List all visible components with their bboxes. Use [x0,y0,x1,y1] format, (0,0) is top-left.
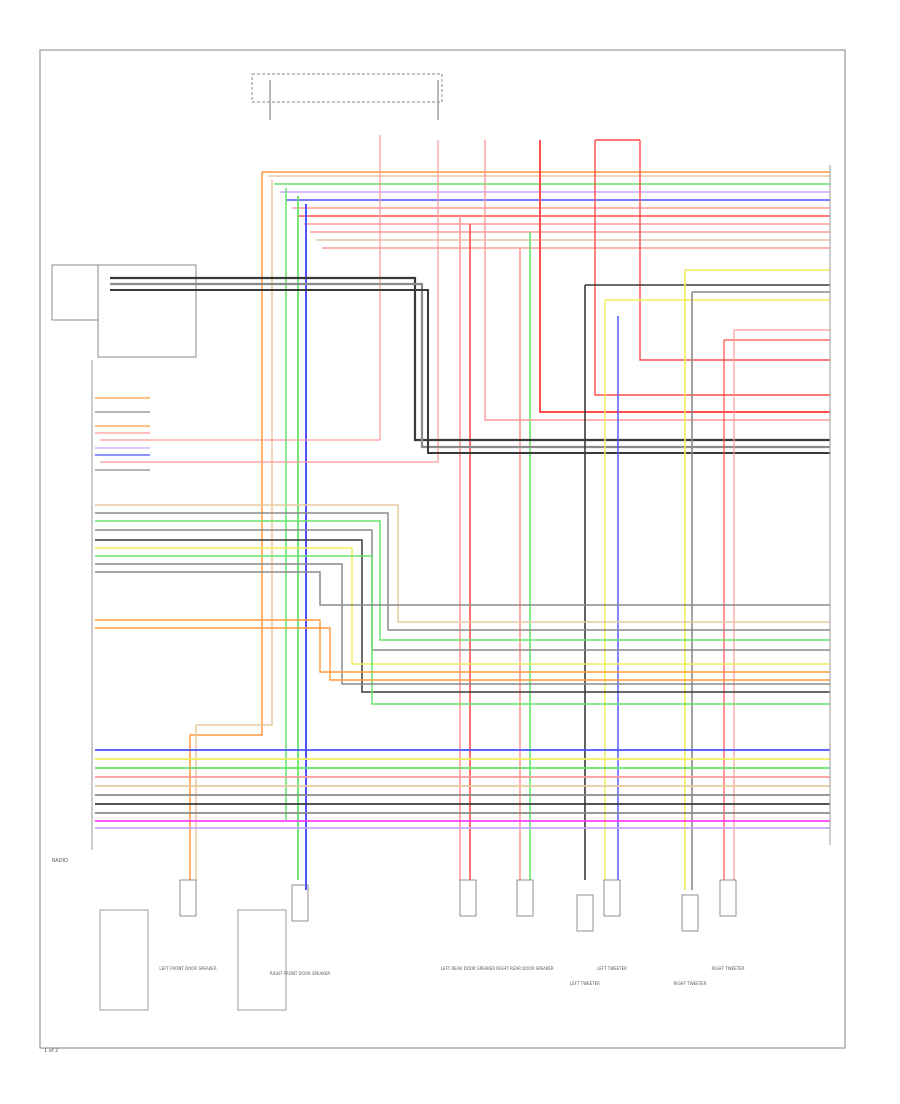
wire-25 [639,140,830,361]
wire-51 [95,512,830,631]
wire-29 [110,289,830,454]
speaker-5: LEFT TWEETER [597,879,627,971]
speaker-6: RIGHT TWEETER [674,894,707,986]
wire-12 [195,180,273,880]
speaker-2: LEFT REAR DOOR SPEAKER [441,879,496,971]
radio-label: RADIO [52,858,68,864]
speaker-4: LEFT TWEETER [570,894,600,986]
speaker-label: LEFT REAR DOOR SPEAKER [441,966,496,971]
speaker-3: RIGHT REAR DOOR SPEAKER [496,879,554,971]
wire-60 [95,627,830,681]
wire-11 [189,172,263,880]
wire-28 [110,282,830,449]
speakers-layer: LEFT FRONT DOOR SPEAKER RIGHT FRONT DOOR … [99,879,745,1011]
speaker-label: LEFT FRONT DOOR SPEAKER [159,966,216,971]
diagram-frame [39,49,846,1049]
wire-17 [100,140,439,463]
speaker-label: LEFT TWEETER [570,981,600,986]
antenna-module [51,264,197,358]
door-module-0 [99,909,149,1011]
speaker-label: RIGHT TWEETER [712,966,745,971]
wire-59 [95,619,830,673]
wire-56 [95,555,830,705]
speaker-label: RIGHT TWEETER [674,981,707,986]
speaker-1: RIGHT FRONT DOOR SPEAKER [270,884,331,976]
fuse-box [251,73,443,120]
speaker-label: RIGHT FRONT DOOR SPEAKER [270,971,331,976]
wire-57 [95,563,830,685]
door-module-1 [237,909,287,1011]
page-footnote: 1 of 2 [44,1048,58,1054]
wires-layer [95,135,831,890]
wire-50 [95,504,830,623]
wire-27 [110,276,830,442]
wire-52 [95,520,830,641]
speaker-0: LEFT FRONT DOOR SPEAKER [159,879,217,971]
speaker-7: RIGHT TWEETER [712,879,745,971]
wire-54 [95,539,830,693]
wire-24 [594,140,830,396]
speaker-label: RIGHT REAR DOOR SPEAKER [496,966,554,971]
wire-22 [484,140,830,421]
wire-55 [95,547,830,665]
wire-16 [100,135,381,441]
speaker-label: LEFT TWEETER [597,966,627,971]
wire-23 [539,140,830,413]
wire-58 [95,571,830,606]
